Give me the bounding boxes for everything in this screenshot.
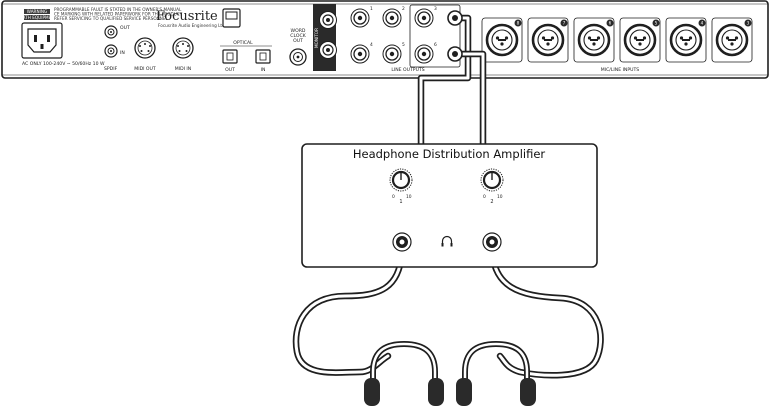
mic-line-input-jacks: 8 7 6 5 4 3 <box>481 17 753 63</box>
line-output-group-box <box>409 4 461 68</box>
cable-2-core <box>457 52 485 146</box>
spdif-out-jack <box>104 25 118 39</box>
spdif-in-jack <box>104 44 118 58</box>
line-output-jack: 4 <box>350 42 373 64</box>
mic-input-number: 8 <box>517 21 520 26</box>
mic-line-input-jack: 3 <box>711 17 753 63</box>
mic-input-number: 3 <box>747 21 750 26</box>
mic-line-input-jack: 6 <box>573 17 615 63</box>
monitor-label: MONITOR <box>314 28 319 48</box>
midi-in-label: MIDI IN <box>175 66 191 72</box>
line-output-number: 4 <box>370 42 373 48</box>
mic-input-number: 4 <box>701 21 704 26</box>
brand-logo: Focusrite <box>156 9 218 24</box>
mic-input-number: 5 <box>655 21 658 26</box>
headphone-glyph-icon <box>441 235 453 247</box>
earth-text: EARTH EQUIPMENT <box>17 15 57 20</box>
notice-line-3: REFER SERVICING TO QUALIFIED SERVICE PER… <box>54 16 169 21</box>
midi-in-port <box>172 37 194 59</box>
power-label: AC ONLY 100-240V ~ 50/60Hz 10 W <box>22 61 105 67</box>
interface-rear-panel: WARNING EARTH EQUIPMENT PROGRAMMABLE FAU… <box>1 0 769 79</box>
cable-plugs <box>447 10 463 62</box>
warning-badge <box>24 9 50 14</box>
knob-2-max: 10 <box>497 194 503 200</box>
warning-text: WARNING <box>27 9 47 14</box>
knob-1-min: 0 <box>392 194 395 200</box>
optical-in-label: IN <box>261 67 266 73</box>
spdif-label: SPDIF <box>104 66 118 72</box>
monitor-outputs: MONITOR <box>313 4 337 71</box>
wordclock-label-3: OUT <box>293 38 303 44</box>
brand-subtitle: Focusrite Audio Engineering Ltd <box>158 23 225 28</box>
wordclock-label-1: WORD <box>291 28 306 34</box>
knob-1-label: 1 <box>399 199 402 205</box>
notice-line-2: CE MARKING WITH RELATED PAPERWORK FOR TH… <box>54 12 183 17</box>
line-output-number: 1 <box>370 6 373 12</box>
mic-line-input-jack: 4 <box>665 17 707 63</box>
knob-2-min: 0 <box>483 194 486 200</box>
headphone-cable-2-core <box>490 244 603 377</box>
line-output-number: 5 <box>402 42 405 48</box>
cable-1-core <box>419 16 470 146</box>
wordclock-bnc-jack <box>289 48 307 66</box>
headphone-output-2 <box>482 232 502 252</box>
line-output-number: 3 <box>434 6 437 12</box>
optical-in-port <box>255 49 271 64</box>
headphones-2-icon <box>456 340 536 406</box>
amplifier-title: Headphone Distribution Amplifier <box>353 147 546 161</box>
optical-out-port <box>222 49 238 64</box>
earth-badge <box>24 15 50 20</box>
line-output-number: 2 <box>402 6 405 12</box>
knob-2[interactable] <box>480 168 504 192</box>
amplifier-box <box>301 143 598 268</box>
cables <box>292 14 604 379</box>
spdif-out-label: OUT <box>120 25 130 31</box>
mic-input-number: 7 <box>563 21 566 26</box>
mic-line-input-jack: 7 <box>527 17 569 63</box>
line-output-jack: 5 <box>382 42 405 64</box>
line-output-jack: 1 <box>350 6 373 28</box>
line-output-number: 6 <box>434 42 437 48</box>
midi-out-port <box>134 37 156 59</box>
knob-2-label: 2 <box>490 199 493 205</box>
knob-1-max: 10 <box>406 194 412 200</box>
line-outputs-label: LINE OUTPUTS <box>391 67 424 73</box>
power-inlet <box>21 22 63 59</box>
knob-1[interactable] <box>389 168 413 192</box>
headphone-amplifier: Headphone Distribution Amplifier 0 10 1 … <box>301 143 598 268</box>
headphone-cable-1-core <box>294 244 404 375</box>
headphone-output-1 <box>392 232 412 252</box>
usb-port <box>222 8 241 28</box>
line-output-jack: 6 <box>414 42 437 64</box>
mic-line-input-jack: 8 <box>481 17 523 63</box>
optical-out-label: OUT <box>225 67 235 73</box>
mic-input-number: 6 <box>609 21 612 26</box>
line-output-jack: 2 <box>382 6 405 28</box>
notice-line-1: PROGRAMMABLE FAULT IS STATED IN THE OWNE… <box>54 7 182 12</box>
line-output-jack: 3 <box>414 6 437 28</box>
mic-line-inputs-label: MIC/LINE INPUTS <box>601 67 640 73</box>
line-output-jacks: 1 2 3 4 5 6 <box>350 4 461 68</box>
wordclock-label-2: CLOCK <box>290 33 306 39</box>
optical-label: OPTICAL <box>233 40 253 46</box>
mic-line-input-jack: 5 <box>619 17 661 63</box>
midi-out-label: MIDI OUT <box>134 66 156 72</box>
headphones-1-icon <box>364 340 444 406</box>
spdif-in-label: IN <box>120 50 125 56</box>
